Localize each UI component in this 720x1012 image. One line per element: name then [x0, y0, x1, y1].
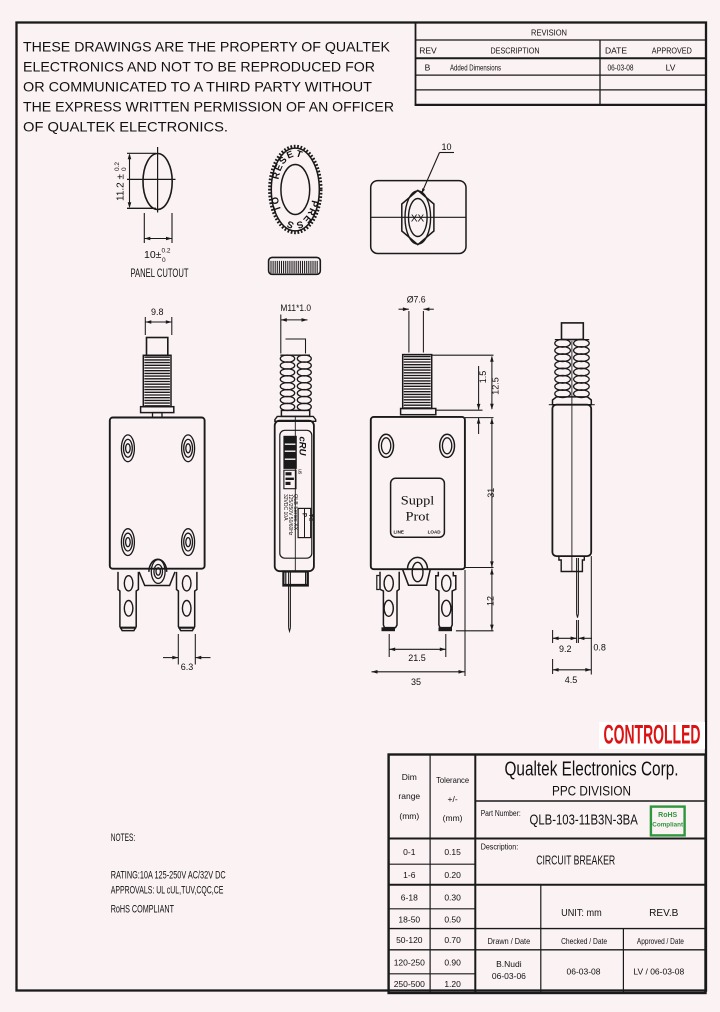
svg-text:6.3: 6.3 [181, 662, 194, 672]
svg-text:(mm): (mm) [443, 813, 463, 823]
svg-text:P: P [301, 513, 307, 517]
svg-text:Description:: Description: [481, 843, 519, 852]
svg-text:Compliant: Compliant [652, 822, 684, 829]
svg-text:REV.B: REV.B [649, 907, 678, 919]
svg-text:21.5: 21.5 [408, 653, 426, 663]
svg-text:PPC DIVISION: PPC DIVISION [552, 784, 631, 799]
svg-text:LOAD: LOAD [428, 530, 442, 535]
svg-text:Added Dimensions: Added Dimensions [450, 63, 501, 73]
svg-text:6-18: 6-18 [401, 893, 418, 903]
svg-text:B.Nudi: B.Nudi [496, 959, 522, 969]
svg-text:LV / 06-03-08: LV / 06-03-08 [633, 967, 684, 977]
svg-text:0-1: 0-1 [403, 847, 416, 857]
svg-text:50-120: 50-120 [396, 935, 423, 945]
svg-text:CIRCUIT BREAKER: CIRCUIT BREAKER [536, 854, 615, 868]
svg-text:XX: XX [411, 214, 425, 225]
svg-text:Ø7.6: Ø7.6 [407, 295, 426, 305]
svg-text:1-6: 1-6 [403, 870, 416, 880]
svg-text:0: 0 [121, 167, 128, 171]
svg-text:LINE: LINE [394, 530, 404, 535]
svg-text:0: 0 [162, 257, 166, 264]
svg-text:12: 12 [485, 596, 495, 606]
svg-text:10: 10 [441, 142, 451, 152]
svg-text:NOTES:: NOTES: [111, 832, 136, 844]
svg-text:Drawn / Date: Drawn / Date [488, 936, 531, 946]
svg-text:1.5: 1.5 [478, 371, 488, 384]
svg-text:Qualtek Electronics Corp.: Qualtek Electronics Corp. [505, 759, 679, 781]
svg-text:0.70: 0.70 [444, 935, 461, 945]
svg-text:CONTROLLED: CONTROLLED [604, 720, 701, 750]
svg-text:0.90: 0.90 [444, 958, 461, 968]
svg-text:06-03-08: 06-03-08 [566, 967, 600, 977]
svg-text:32VDC 10A: 32VDC 10A [282, 494, 288, 521]
svg-text:31: 31 [486, 488, 496, 498]
svg-text:M11*1.0: M11*1.0 [280, 303, 311, 313]
svg-text:RoHS: RoHS [658, 812, 677, 819]
svg-text:range: range [398, 791, 420, 801]
svg-text:us: us [297, 469, 303, 475]
svg-text:RATING:10A 125-250V AC/32V DC: RATING:10A 125-250V AC/32V DC [111, 870, 226, 882]
svg-text:APPROVED: APPROVED [652, 46, 692, 56]
svg-text:11.2 ±: 11.2 ± [116, 174, 127, 201]
svg-text:1.20: 1.20 [444, 979, 461, 989]
svg-text:250-500: 250-500 [394, 979, 425, 989]
svg-text:4.5: 4.5 [565, 675, 578, 685]
svg-text:APPROVALS: UL cUL,TUV,CQC,CE: APPROVALS: UL cUL,TUV,CQC,CE [111, 885, 224, 897]
svg-text:0.30: 0.30 [444, 893, 461, 903]
svg-text:QLB-103-11B3N-3BA: QLB-103-11B3N-3BA [530, 813, 639, 829]
svg-text:REVISION: REVISION [531, 28, 567, 38]
svg-text:Tolerance: Tolerance [436, 775, 469, 785]
svg-text:(mm): (mm) [399, 811, 419, 821]
svg-text:0.2: 0.2 [162, 248, 171, 255]
svg-text:35: 35 [411, 677, 421, 687]
svg-text:Suppl: Suppl [401, 493, 435, 508]
svg-text:THE EXPRESS WRITTEN PERMISSION: THE EXPRESS WRITTEN PERMISSION OF AN OFF… [23, 99, 394, 115]
svg-text:0.8: 0.8 [593, 643, 606, 653]
svg-text:10±: 10± [144, 249, 162, 261]
svg-text:Part Number:: Part Number: [481, 809, 521, 818]
svg-text:Checked / Date: Checked / Date [561, 936, 607, 946]
svg-text:9.8: 9.8 [151, 307, 164, 317]
svg-text:0.50: 0.50 [444, 915, 461, 925]
svg-text:125/250V 50/60Hz: 125/250V 50/60Hz [287, 494, 293, 536]
svg-text:OF QUALTEK ELECTRONICS.: OF QUALTEK ELECTRONICS. [23, 119, 228, 135]
svg-text:RoHS COMPLIANT: RoHS COMPLIANT [111, 904, 174, 916]
svg-text:18-50: 18-50 [398, 915, 420, 925]
svg-text:0.2: 0.2 [114, 162, 121, 171]
svg-text:Dim: Dim [402, 772, 417, 782]
svg-text:+/-: +/- [448, 794, 458, 804]
svg-text:12.5: 12.5 [491, 377, 501, 395]
svg-text:PANEL CUTOUT: PANEL CUTOUT [131, 268, 189, 280]
svg-text:Approved / Date: Approved / Date [637, 936, 684, 946]
svg-text:06-03-06: 06-03-06 [492, 971, 526, 981]
svg-text:Prot: Prot [406, 509, 430, 524]
svg-text:THESE DRAWINGS ARE THE PROPERT: THESE DRAWINGS ARE THE PROPERTY OF QUALT… [23, 39, 391, 55]
svg-text:REV: REV [419, 46, 437, 56]
svg-text:ELECTRONICS AND NOT TO BE REPR: ELECTRONICS AND NOT TO BE REPRODUCED FOR [23, 59, 375, 75]
svg-text:TC: TC [307, 514, 313, 521]
svg-text:06-03-08: 06-03-08 [608, 63, 634, 73]
svg-text:DATE: DATE [605, 46, 627, 56]
svg-text:UNIT: mm: UNIT: mm [561, 907, 602, 919]
svg-text:0.20: 0.20 [444, 870, 461, 880]
svg-text:120-250: 120-250 [394, 958, 425, 968]
svg-text:OR COMMUNICATED TO A THIRD PAR: OR COMMUNICATED TO A THIRD PARTY WITHOUT [23, 79, 372, 95]
svg-text:LV: LV [666, 63, 676, 73]
svg-text:9.2: 9.2 [559, 644, 572, 654]
svg-text:cRU: cRU [297, 437, 308, 457]
svg-text:QLB Series XX: QLB Series XX [292, 494, 298, 531]
svg-text:DESCRIPTION: DESCRIPTION [491, 46, 540, 56]
svg-text:0.15: 0.15 [444, 847, 461, 857]
svg-text:B: B [425, 63, 431, 73]
